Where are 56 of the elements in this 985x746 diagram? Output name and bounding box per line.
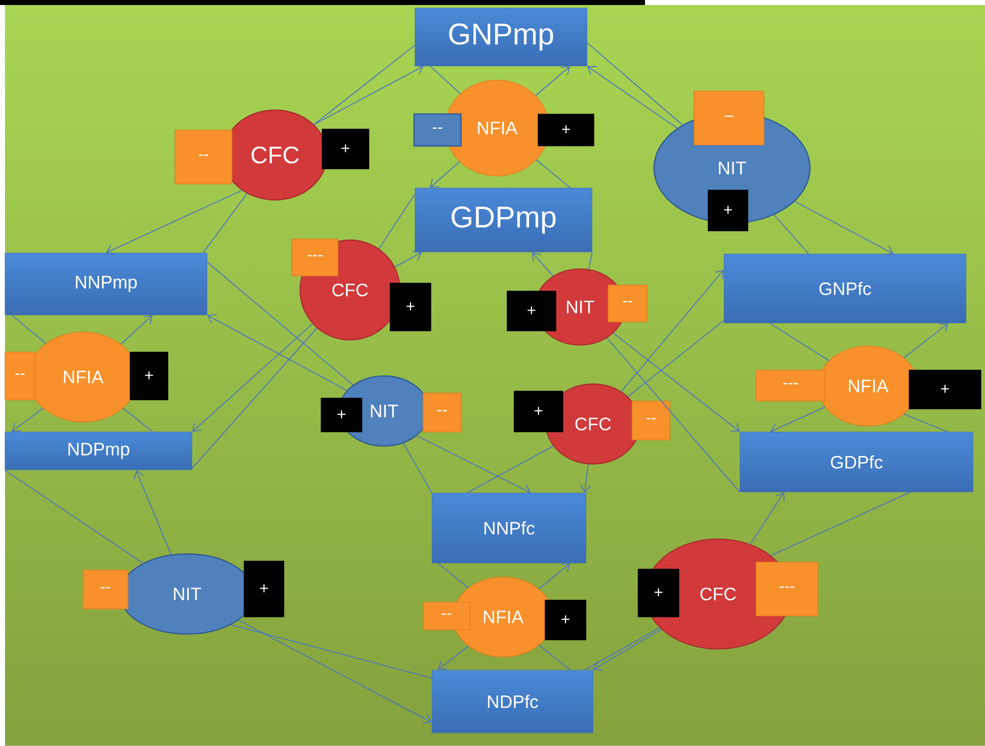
sign-tag: +	[506, 290, 556, 332]
sign-tag: +	[322, 128, 370, 170]
arrow	[120, 315, 153, 344]
arrow	[794, 200, 894, 256]
arrow	[620, 270, 724, 392]
sign-tag: --	[422, 602, 470, 630]
sign-tag: --	[422, 392, 462, 432]
arrow	[750, 492, 785, 545]
sign-tag: ---	[292, 238, 338, 276]
arrow	[134, 470, 172, 555]
sign-tag: +	[908, 370, 982, 410]
arrow	[106, 190, 242, 255]
state-box: NNPmp	[4, 252, 208, 316]
state-box: NNPfc	[432, 492, 586, 564]
arrow	[580, 464, 591, 493]
arrow	[904, 323, 948, 358]
arrow	[394, 251, 422, 268]
arrow	[192, 323, 313, 432]
sign-tag: +	[514, 390, 564, 432]
state-box: GDPmp	[414, 188, 592, 252]
arrow	[207, 314, 348, 391]
state-box: GNPfc	[724, 254, 966, 324]
arrow	[12, 408, 44, 432]
sign-tag: +	[538, 114, 594, 146]
sign-tag: --	[608, 284, 648, 322]
sign-tag: +	[320, 398, 362, 432]
arrow	[238, 620, 432, 724]
sign-tag: --	[413, 113, 462, 147]
sign-tag: --	[174, 130, 232, 184]
arrow	[587, 66, 678, 129]
state-box: GNPmp	[414, 8, 588, 66]
state-box: GDPfc	[740, 432, 974, 492]
sign-tag: --	[4, 352, 36, 400]
sign-tag: +	[130, 352, 168, 400]
sign-tag: +	[244, 560, 284, 618]
arrow	[314, 65, 424, 125]
arrow	[532, 252, 554, 276]
arrow	[416, 435, 531, 494]
state-box: NDPmp	[4, 432, 192, 470]
arrow	[612, 332, 740, 432]
sign-tag: ---	[756, 370, 826, 402]
arrow	[770, 406, 826, 434]
sign-tag: –	[694, 90, 764, 146]
arrow	[430, 161, 460, 188]
sign-tag: --	[82, 570, 128, 610]
arrow	[535, 66, 570, 96]
sign-tag: ---	[756, 562, 818, 616]
sign-tag: +	[390, 282, 432, 332]
state-box: NDPfc	[432, 670, 594, 734]
arrow	[593, 628, 662, 671]
arrow	[538, 563, 570, 590]
arrow	[438, 646, 469, 670]
sign-tag: +	[544, 600, 586, 640]
sign-tag: +	[708, 190, 748, 232]
sign-tag: +	[638, 568, 680, 618]
sign-tag: --	[632, 400, 670, 440]
